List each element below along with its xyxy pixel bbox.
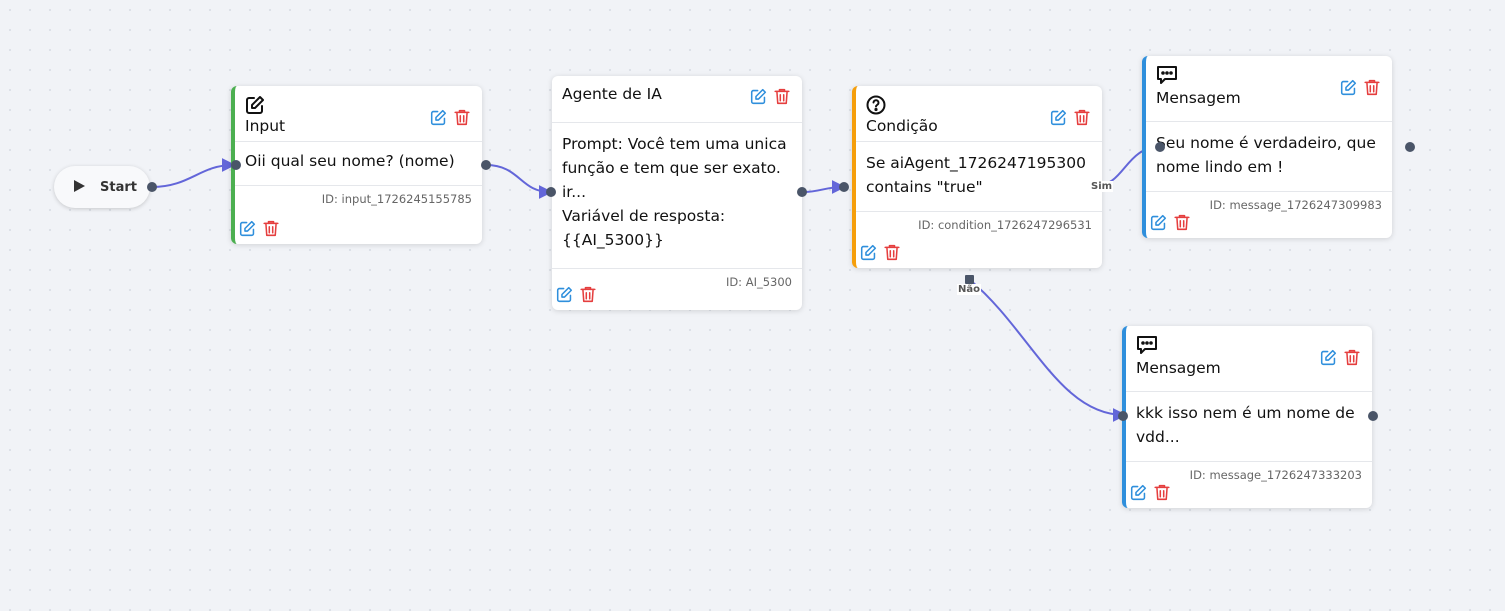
chat-bubble-icon (1156, 65, 1382, 89)
condition-no-handle[interactable] (965, 275, 974, 284)
node-id: ID: message_1726247309983 (1209, 198, 1382, 212)
node-title: Mensagem (1136, 359, 1221, 377)
edge-condition-no[interactable] (969, 279, 1127, 422)
edit-icon[interactable] (1128, 482, 1148, 502)
trash-icon[interactable] (1362, 77, 1382, 97)
node-body: kkk isso nem é um nome de vdd... (1136, 404, 1355, 446)
input-target-handle[interactable] (231, 160, 241, 170)
trash-icon[interactable] (261, 218, 281, 238)
edit-square-icon (245, 95, 472, 117)
node-title: Condição (866, 117, 938, 135)
message-no-node[interactable]: Mensagem kkk isso nem é um nome de vdd..… (1122, 326, 1372, 508)
trash-icon[interactable] (1342, 347, 1362, 367)
trash-icon[interactable] (1172, 212, 1192, 232)
agent-prompt: Prompt: Você tem uma unica função e tem … (562, 135, 787, 201)
start-node[interactable]: Start (54, 166, 150, 208)
edge-label-yes: Sim (1090, 181, 1114, 192)
trash-icon[interactable] (772, 86, 792, 106)
condition-target-handle[interactable] (839, 182, 849, 192)
message-no-target-handle[interactable] (1118, 411, 1128, 421)
edit-icon[interactable] (237, 218, 257, 238)
input-source-handle[interactable] (481, 160, 491, 170)
node-id: ID: input_1726245155785 (321, 192, 472, 206)
edit-icon[interactable] (748, 86, 768, 106)
node-id: ID: message_1726247333203 (1189, 468, 1362, 482)
node-id: ID: AI_5300 (725, 275, 792, 289)
node-body: Oii qual seu nome? (nome) (245, 152, 455, 170)
input-node[interactable]: Input Oii qual seu nome? (nome) ID: inpu… (231, 86, 482, 244)
message-yes-target-handle[interactable] (1155, 142, 1165, 152)
edit-icon[interactable] (554, 284, 574, 304)
trash-icon[interactable] (1072, 107, 1092, 127)
edit-icon[interactable] (428, 107, 448, 127)
edit-icon[interactable] (1048, 107, 1068, 127)
agent-target-handle[interactable] (546, 187, 556, 197)
node-title: Agente de IA (562, 85, 662, 103)
trash-icon[interactable] (452, 107, 472, 127)
node-id: ID: condition_1726247296531 (918, 218, 1092, 232)
edge-agent-condition[interactable] (802, 180, 846, 195)
edit-icon[interactable] (1338, 77, 1358, 97)
message-no-source-handle[interactable] (1368, 411, 1378, 421)
start-label: Start (100, 179, 137, 195)
node-title: Mensagem (1156, 89, 1241, 107)
edge-input-agent[interactable] (485, 164, 553, 199)
edge-start-input[interactable] (151, 158, 236, 188)
trash-icon[interactable] (1152, 482, 1172, 502)
message-yes-source-handle[interactable] (1405, 142, 1415, 152)
trash-icon[interactable] (578, 284, 598, 304)
ai-agent-node[interactable]: Agente de IA Prompt: Você tem uma unica … (552, 76, 802, 310)
chat-bubble-icon (1136, 335, 1362, 359)
edit-icon[interactable] (1148, 212, 1168, 232)
node-body: Seu nome é verdadeiro, que nome lindo em… (1156, 134, 1376, 176)
agent-source-handle[interactable] (797, 187, 807, 197)
node-title: Input (245, 117, 286, 135)
edit-icon[interactable] (858, 242, 878, 262)
question-circle-icon (866, 95, 1092, 117)
edge-label-no: Não (957, 284, 981, 295)
message-yes-node[interactable]: Mensagem Seu nome é verdadeiro, que nome… (1142, 56, 1392, 238)
agent-response-variable: Variável de resposta: {{AI_5300}} (562, 207, 726, 249)
condition-node[interactable]: Condição Se aiAgent_1726247195300 contai… (852, 86, 1102, 268)
start-output-handle[interactable] (147, 182, 157, 192)
play-icon (72, 178, 86, 197)
trash-icon[interactable] (882, 242, 902, 262)
edit-icon[interactable] (1318, 347, 1338, 367)
node-body: Se aiAgent_1726247195300 contains "true" (866, 154, 1086, 196)
